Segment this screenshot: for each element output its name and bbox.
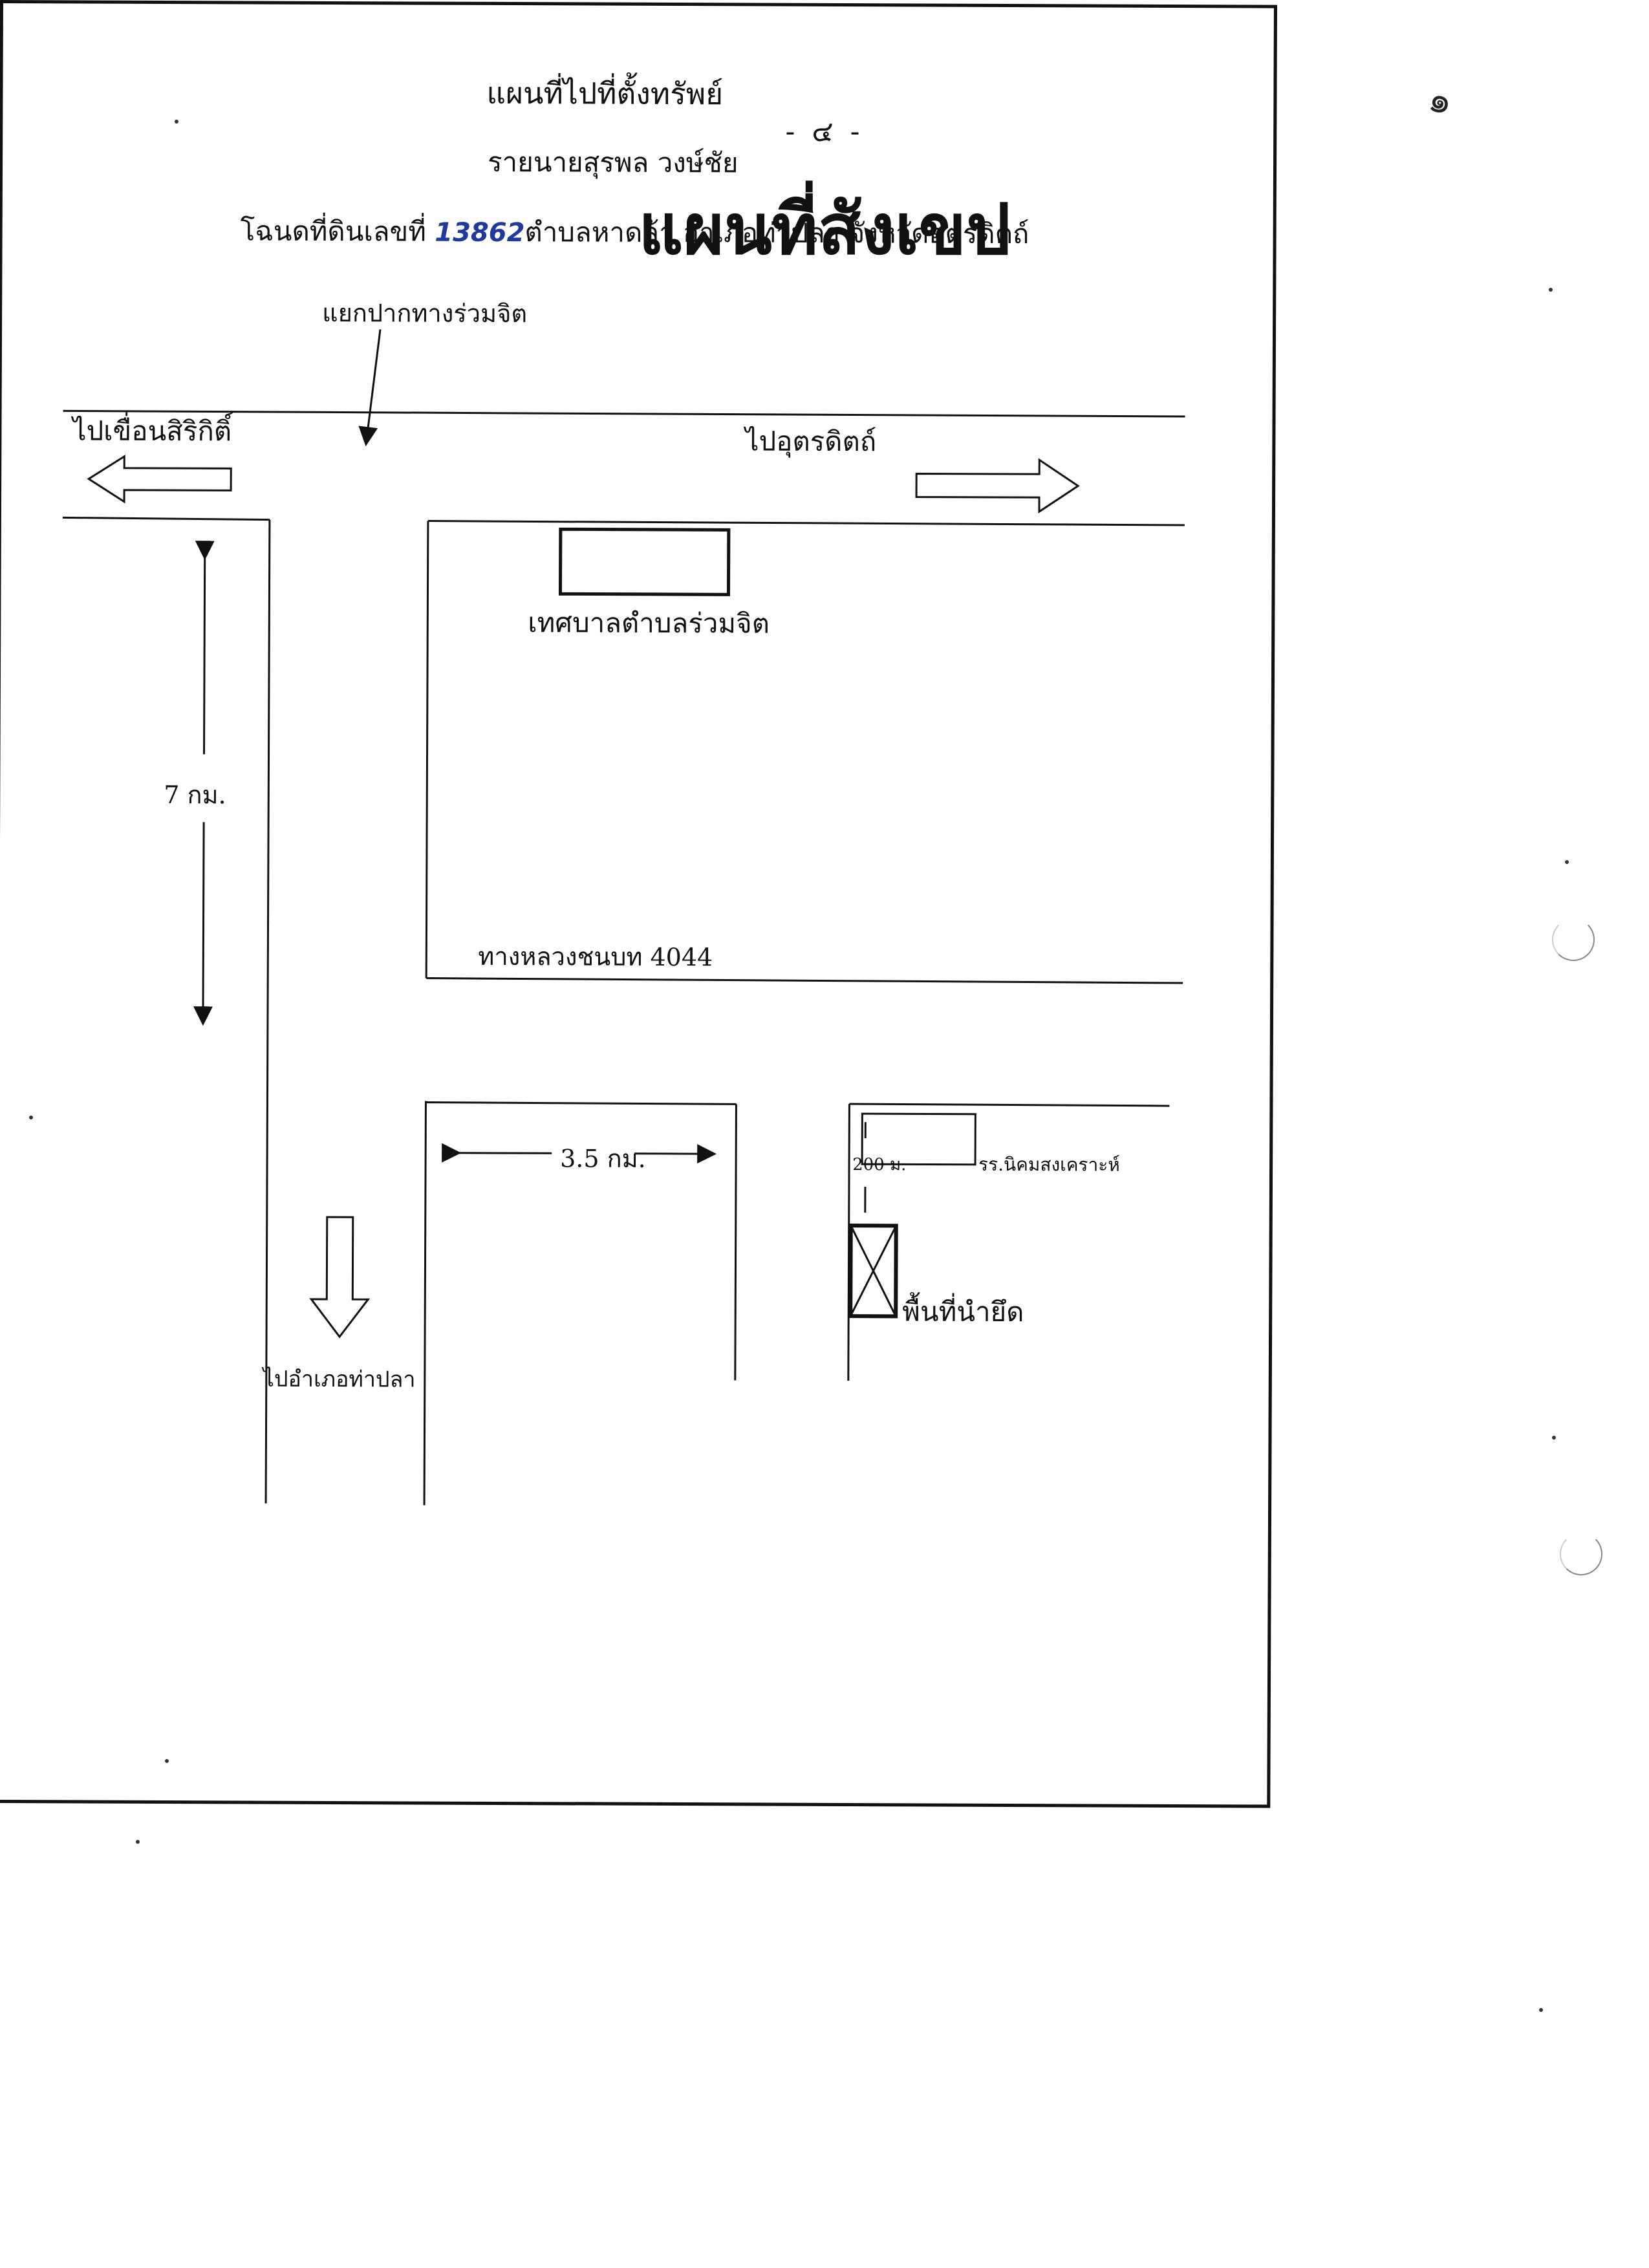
scan-speck bbox=[1565, 860, 1569, 864]
highway-bottom-edge-east bbox=[427, 520, 1185, 526]
arrow-to-sirikit-dam bbox=[87, 455, 232, 504]
scan-speck bbox=[1539, 2008, 1543, 2012]
highway-bottom-edge-west bbox=[62, 516, 270, 521]
junction-label: แยกปากทางร่วมจิต bbox=[322, 298, 528, 329]
side-road-top bbox=[426, 1101, 737, 1105]
municipality-office-box bbox=[558, 527, 731, 596]
rural-road-label: ทางหลวงชนบท 4044 bbox=[478, 942, 713, 972]
road-west-edge bbox=[264, 519, 271, 1504]
punch-hole-bottom bbox=[1560, 1533, 1602, 1575]
to-sirikit-dam-label: ไปเขื่อนสิริกิติ์ bbox=[72, 415, 232, 448]
dimension-7km-lower bbox=[193, 822, 213, 1026]
distance-3-5km-label: 3.5 กม. bbox=[560, 1144, 646, 1173]
scan-speck bbox=[29, 1116, 33, 1119]
scan-speck bbox=[1552, 1436, 1556, 1440]
distance-7km-label: 7 กม. bbox=[164, 780, 226, 810]
page-title: แผนที่สังเขป bbox=[638, 189, 1011, 270]
seized-land-cross bbox=[849, 1225, 898, 1317]
school-box bbox=[861, 1112, 976, 1166]
junction-pointer bbox=[358, 329, 382, 447]
road-map bbox=[62, 329, 1185, 1506]
rural-road-4044-bottom-edge bbox=[426, 977, 1183, 984]
road-east-edge-upper bbox=[425, 521, 429, 978]
municipality-office-label: เทศบาลตำบลร่วมจิต bbox=[528, 607, 770, 640]
dimension-3-5km-left bbox=[442, 1143, 552, 1163]
road-east-edge-lower bbox=[423, 1101, 427, 1506]
scan-speck bbox=[136, 1840, 140, 1844]
seized-land-box bbox=[848, 1224, 898, 1319]
punch-hole-top bbox=[1552, 918, 1595, 961]
side-road-east-edge bbox=[734, 1104, 737, 1381]
side-road-2-top bbox=[849, 1103, 1170, 1107]
to-tha-pla-label: ไปอำเภอท่าปลา bbox=[263, 1366, 416, 1393]
scan-speck bbox=[175, 120, 178, 124]
scan-speck bbox=[1549, 288, 1553, 292]
arrow-to-tha-pla bbox=[309, 1216, 371, 1339]
distance-200m-label: 200 ม. bbox=[852, 1155, 907, 1175]
page-number: - ๔ - bbox=[785, 115, 864, 148]
dimension-7km-upper bbox=[195, 541, 215, 755]
map-frame: แผนที่ไปที่ตั้งทรัพย์ รายนายสุรพล วงษ์ชั… bbox=[0, 0, 1277, 1808]
to-uttaradit-label: ไปอุตรดิตถ์ bbox=[745, 425, 877, 458]
school-label: รร.นิคมสงเคราะห์ bbox=[978, 1153, 1120, 1176]
arrow-to-uttaradit bbox=[915, 458, 1080, 513]
seized-land-label: พื้นที่นำยึด bbox=[902, 1295, 1024, 1328]
highway-top-edge bbox=[63, 409, 1185, 418]
scan-speck bbox=[165, 1759, 169, 1763]
